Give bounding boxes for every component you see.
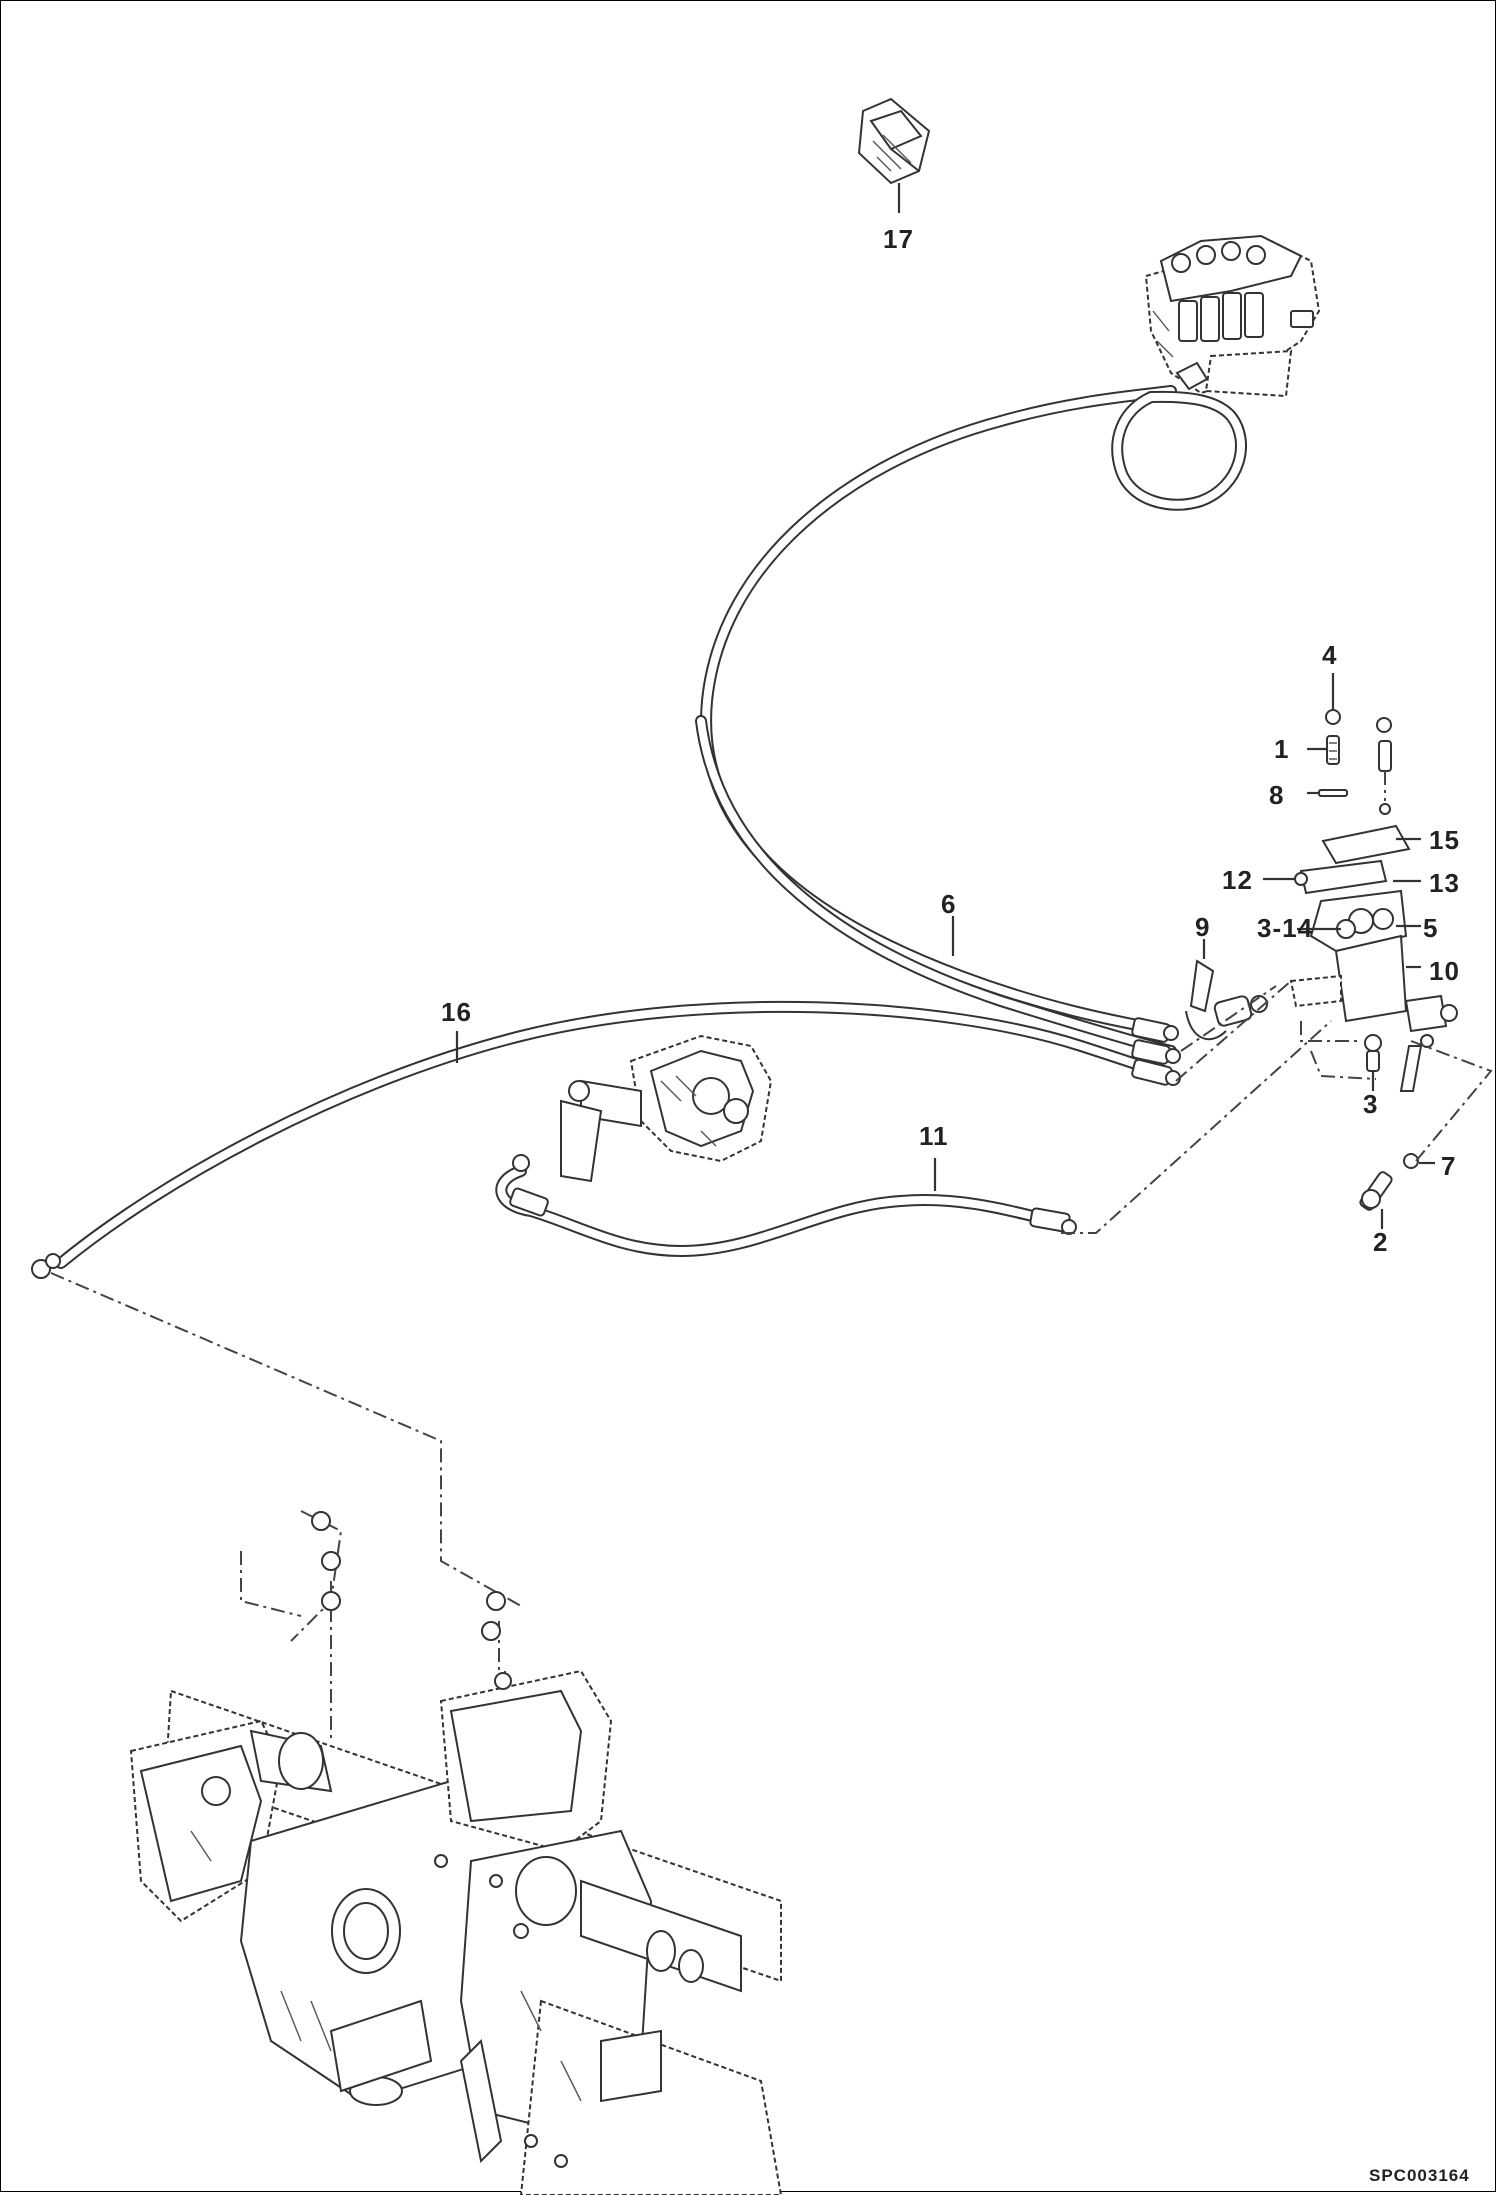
part-7-washer[interactable] <box>1403 1153 1419 1169</box>
hose-6[interactable] <box>695 385 1247 1065</box>
hose-11[interactable] <box>495 1154 1077 1257</box>
part-12-plug[interactable] <box>1294 872 1308 886</box>
callout-3: 3 <box>1363 1089 1378 1119</box>
routing-lines <box>50 980 1493 1761</box>
callout-3-14: 3-14 <box>1257 913 1313 943</box>
part-3-bolt[interactable] <box>1364 1034 1382 1072</box>
hose-16[interactable] <box>31 1000 1181 1279</box>
callout-8: 8 <box>1269 780 1284 810</box>
drawing-id: SPC003164 <box>1369 2166 1470 2185</box>
part-17-switch[interactable] <box>857 97 931 185</box>
solenoid-valve-assembly <box>1289 824 1458 1033</box>
callout-1: 1 <box>1274 734 1289 764</box>
callout-2: 2 <box>1373 1227 1388 1257</box>
callout-4: 4 <box>1322 640 1337 670</box>
hydraulic-pump <box>560 1034 773 1183</box>
callout-7: 7 <box>1441 1151 1456 1181</box>
bolt-pair-lower <box>1399 1034 1434 1092</box>
callout-13: 13 <box>1429 868 1460 898</box>
callout-17: 17 <box>883 224 914 254</box>
part-8-washer[interactable] <box>1318 789 1348 797</box>
right-bolt-stack <box>1376 717 1392 815</box>
callout-labels: 17 4 1 8 15 12 13 6 9 3-14 5 10 16 3 11 … <box>441 224 1470 2185</box>
callout-6: 6 <box>941 889 956 919</box>
callout-9: 9 <box>1195 912 1210 942</box>
part-2-bolt[interactable] <box>1359 1171 1393 1212</box>
axle-assembly <box>129 1669 783 2195</box>
axle-fittings <box>311 1511 512 1690</box>
callout-12: 12 <box>1222 865 1253 895</box>
callout-11: 11 <box>919 1121 949 1151</box>
callout-15: 15 <box>1429 825 1460 855</box>
part-9-sensor[interactable] <box>1185 959 1268 1041</box>
control-valve-assembly <box>1144 234 1321 398</box>
callout-5: 5 <box>1423 913 1438 943</box>
part-1-bolt[interactable] <box>1326 735 1340 765</box>
part-4-nut[interactable] <box>1325 709 1341 725</box>
callout-16: 16 <box>441 997 472 1027</box>
callout-10: 10 <box>1429 956 1460 986</box>
